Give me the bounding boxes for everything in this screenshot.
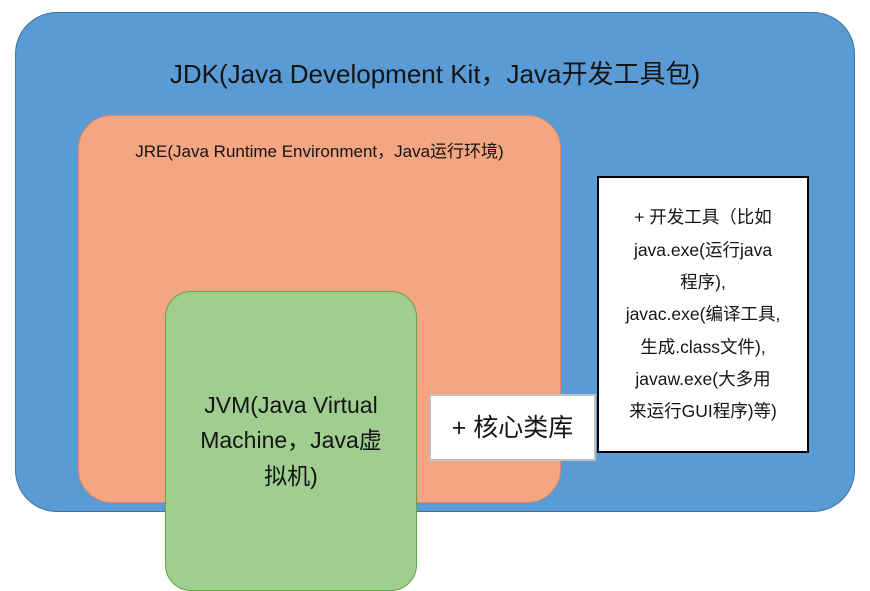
dev-tools-label: + 开发工具（比如 java.exe(运行java 程序), javac.exe… xyxy=(617,201,790,428)
dev-tools-box: + 开发工具（比如 java.exe(运行java 程序), javac.exe… xyxy=(597,176,809,453)
jvm-label: JVM(Java Virtual Machine，Java虚 拟机) xyxy=(186,388,396,495)
core-library-label: + 核心类库 xyxy=(451,413,574,442)
core-library-box: + 核心类库 xyxy=(429,394,596,461)
jvm-label-line-2: Machine，Java虚 xyxy=(200,427,382,454)
dev-tools-line-7: 来运行GUI程序)等) xyxy=(629,401,777,422)
dev-tools-line-4: javac.exe(编译工具, xyxy=(625,304,781,325)
dev-tools-line-3: 程序), xyxy=(680,271,726,292)
jre-label: JRE(Java Runtime Environment，Java运行环境) xyxy=(135,142,504,161)
dev-tools-line-2: java.exe(运行java xyxy=(633,239,773,260)
jvm-label-line-3: 拟机) xyxy=(264,462,318,489)
jre-container-box: JRE(Java Runtime Environment，Java运行环境) J… xyxy=(78,115,596,591)
dev-tools-line-1: + 开发工具（比如 xyxy=(634,207,772,228)
jvm-container-box: JVM(Java Virtual Machine，Java虚 拟机) xyxy=(165,291,417,591)
jvm-label-line-1: JVM(Java Virtual xyxy=(204,391,378,418)
jdk-container-box: JDK(Java Development Kit，Java开发工具包) JRE(… xyxy=(15,12,855,591)
jdk-label: JDK(Java Development Kit，Java开发工具包) xyxy=(169,59,701,89)
diagram-canvas: JDK(Java Development Kit，Java开发工具包) JRE(… xyxy=(15,12,855,591)
dev-tools-line-6: javaw.exe(大多用 xyxy=(635,369,771,390)
dev-tools-line-5: 生成.class文件), xyxy=(640,336,766,357)
